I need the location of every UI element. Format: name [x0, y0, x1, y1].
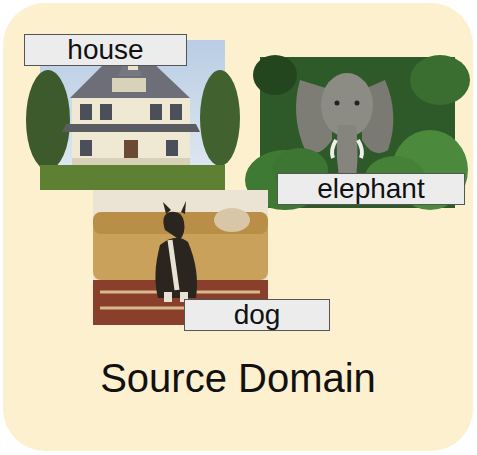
class-name: elephant: [317, 175, 424, 203]
class-label: dog: [184, 299, 330, 331]
class-label: house: [24, 34, 187, 66]
class-name: dog: [234, 301, 281, 329]
class-name: house: [67, 36, 143, 64]
elephant-photo: [245, 55, 470, 210]
domain-title: Source Domain: [3, 356, 473, 400]
domain-panel: Source Domain house elephant dog: [3, 3, 473, 451]
class-label: elephant: [277, 173, 465, 205]
